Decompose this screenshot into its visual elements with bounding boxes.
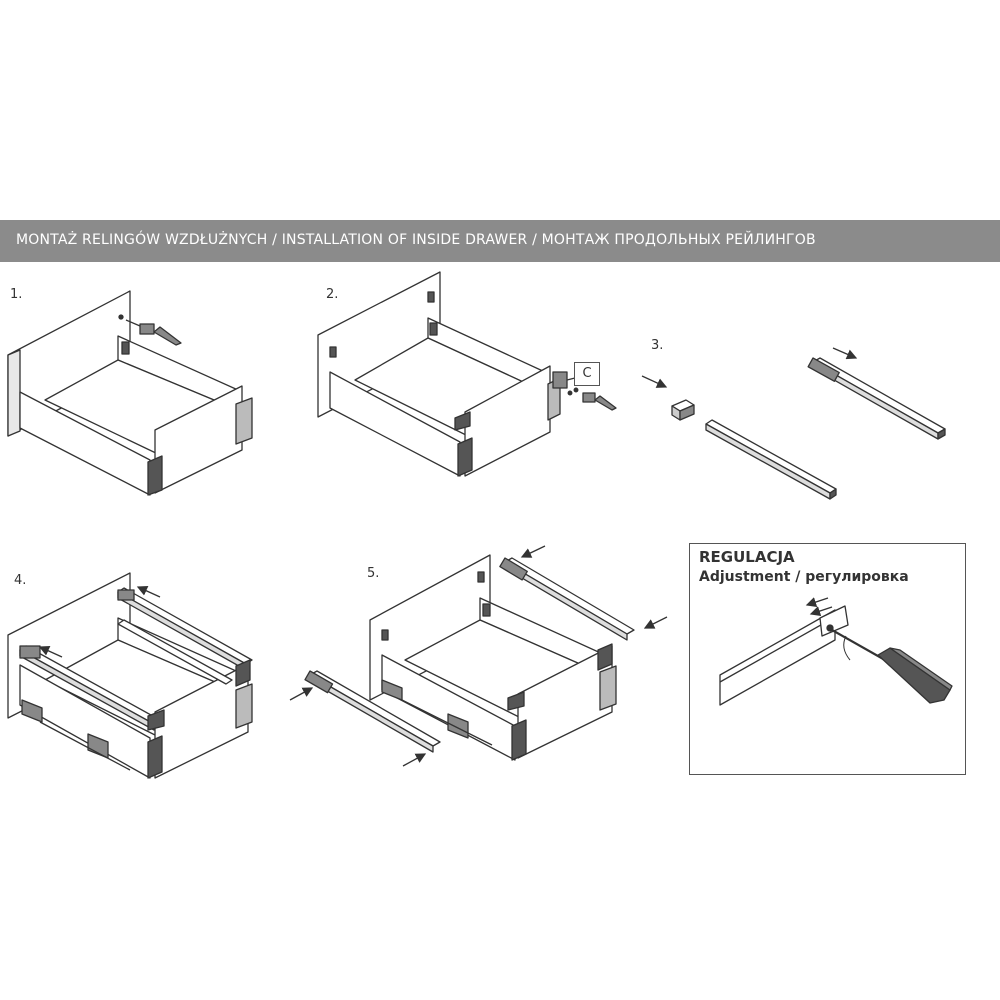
step-3-label: 3. — [651, 338, 664, 353]
step1-drawer — [7, 290, 253, 496]
step-4-label: 4. — [14, 573, 27, 588]
callout-c-box: C — [574, 362, 600, 386]
adjustment-detail — [719, 597, 953, 706]
step5-drawer — [289, 545, 668, 767]
header-banner: MONTAŻ RELINGÓW WZDŁUŻNYCH / INSTALLATIO… — [0, 220, 1000, 262]
banner-title: MONTAŻ RELINGÓW WZDŁUŻNYCH / INSTALLATIO… — [16, 232, 816, 248]
adjustment-subtitle: Adjustment / регулировка — [699, 569, 909, 585]
adjustment-title: REGULACJA — [699, 548, 795, 566]
step2-drawer — [317, 271, 617, 477]
adjustment-panel: REGULACJA Adjustment / регулировка — [689, 543, 966, 775]
step-2-label: 2. — [326, 287, 339, 302]
step-5-label: 5. — [367, 566, 380, 581]
step3-rails — [641, 347, 946, 500]
step-1-label: 1. — [10, 287, 23, 302]
step4-drawer — [7, 572, 253, 779]
